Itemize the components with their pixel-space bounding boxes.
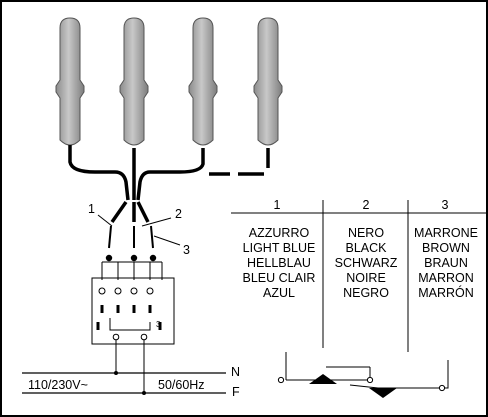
color-name: MARRONE	[414, 226, 478, 240]
color-name: BLACK	[345, 241, 387, 255]
heating-element-1	[55, 17, 85, 146]
heating-element-4	[253, 17, 283, 146]
supply-lines	[22, 372, 226, 394]
column-3-colors: MARRONE BROWN BRAUN MARRON MARRÓN	[402, 226, 488, 301]
color-name: AZZURRO	[248, 226, 310, 240]
wire-marker-2: 2	[175, 207, 182, 221]
column-1-colors: AZZURRO LIGHT BLUE HELLBLAU BLEU CLAIR A…	[235, 226, 323, 301]
supply-voltage: 110/230V~	[28, 378, 88, 392]
phase-label: F	[232, 385, 240, 399]
color-table-grid	[231, 200, 486, 352]
supply-frequency: 50/60Hz	[158, 378, 205, 392]
terminal-block	[91, 261, 175, 393]
color-name: MARRON	[418, 271, 474, 285]
heating-element-3	[188, 17, 218, 146]
color-name: HELLBLAU	[247, 256, 311, 270]
column-2-colors: NERO BLACK SCHWARZ NOIRE NEGRO	[322, 226, 410, 301]
wire-ends	[105, 225, 157, 262]
color-name: NOIRE	[346, 271, 386, 285]
color-name: BRAUN	[424, 256, 468, 270]
color-name: NEGRO	[343, 286, 389, 300]
heating-element-2	[119, 17, 149, 146]
color-name: BROWN	[422, 241, 470, 255]
element-cables	[68, 145, 270, 224]
color-name: MARRÓN	[418, 286, 474, 300]
column-number-2: 2	[362, 198, 370, 212]
color-name: AZUL	[263, 286, 295, 300]
color-name: BLEU CLAIR	[242, 271, 316, 285]
arrow-up-icon	[309, 374, 337, 384]
wire-marker-leaders	[97, 214, 181, 246]
color-name: SCHWARZ	[334, 256, 398, 270]
supply-line-ticks	[114, 371, 146, 395]
color-name: LIGHT BLUE	[242, 241, 316, 255]
column-number-3: 3	[441, 198, 449, 212]
wire-marker-1: 1	[88, 202, 95, 216]
column-number-1: 1	[273, 198, 281, 212]
terminal-block-label: 3	[156, 320, 161, 329]
switch-symbol	[277, 352, 449, 392]
arrow-down-icon	[369, 388, 397, 398]
color-name: NERO	[347, 226, 385, 240]
neutral-label: N	[231, 365, 241, 379]
wire-marker-3: 3	[183, 243, 190, 257]
